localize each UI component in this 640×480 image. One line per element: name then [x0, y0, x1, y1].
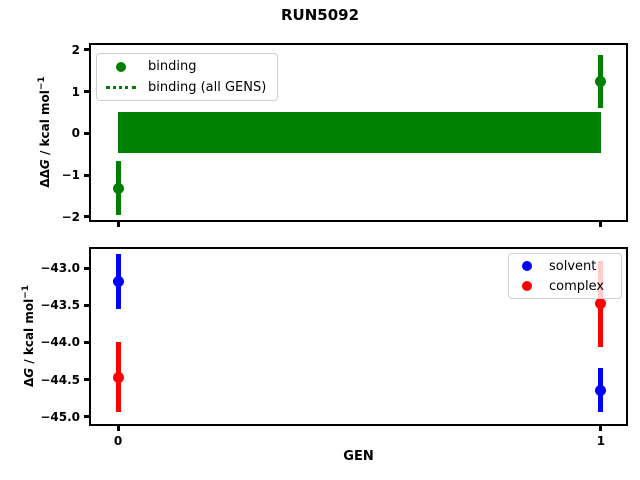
y-tick: [84, 378, 90, 382]
legend-marker-area: [103, 86, 139, 89]
solvent-marker-icon: [522, 261, 532, 271]
legend-label: binding (all GENS): [148, 80, 267, 95]
complex-data-point: [112, 371, 124, 383]
y-tick-label: 2: [71, 42, 80, 57]
legend-label: complex: [549, 278, 605, 294]
uncertainty-band-binding-all-gens-: [118, 112, 601, 154]
ylabel-ddg-units: / kcal mol: [38, 90, 52, 160]
x-tick: [116, 221, 120, 227]
y-tick-label: −2: [61, 209, 80, 224]
x-tick: [116, 425, 120, 431]
ylabel-dg-units: / kcal mol: [22, 298, 36, 368]
y-tick-label: −44.0: [40, 335, 80, 350]
y-tick: [84, 48, 90, 52]
legend-entry-binding: binding: [103, 57, 271, 76]
x-tick: [599, 221, 603, 227]
binding-data-point: [112, 182, 124, 194]
y-tick: [84, 340, 90, 344]
x-tick-label: 0: [113, 434, 123, 448]
legend-label: solvent: [549, 258, 597, 274]
binding-marker-icon: [116, 61, 126, 72]
y-tick-label: 0: [71, 126, 80, 141]
legend-label: binding: [148, 59, 197, 74]
legend-marker-area: [515, 281, 539, 291]
figure-title: RUN5092: [280, 6, 360, 24]
y-tick-label: −1: [61, 168, 80, 183]
legend-entry-complex: complex: [515, 277, 615, 295]
y-tick-label: 1: [71, 84, 80, 99]
solvent-data-point: [595, 384, 607, 396]
y-tick: [84, 131, 90, 135]
legend-entry-solvent: solvent: [515, 257, 615, 275]
y-axis-label-ddg: ΔΔG / kcal mol−1: [34, 22, 52, 242]
y-tick-label: −45.0: [40, 409, 80, 424]
binding-data-point: [595, 76, 607, 88]
legend-entry-binding-all-gens: binding (all GENS): [103, 78, 271, 97]
y-tick: [84, 90, 90, 94]
ylabel-dg-variable: G: [22, 367, 36, 378]
legend-dg: solvent complex: [508, 253, 622, 299]
complex-marker-icon: [522, 281, 532, 291]
y-tick: [84, 303, 90, 307]
legend-marker-area: [515, 261, 539, 271]
y-tick: [84, 415, 90, 419]
solvent-data-point: [112, 275, 124, 287]
dotted-line-icon: [106, 86, 136, 89]
legend-ddg: binding binding (all GENS): [96, 53, 278, 101]
y-tick: [84, 215, 90, 219]
x-tick-label: 1: [596, 434, 606, 448]
y-tick: [84, 173, 90, 177]
ylabel-ddg-prefix: ΔΔ: [38, 169, 52, 188]
y-tick-label: −44.5: [40, 372, 80, 387]
ylabel-dg-exponent: −1: [21, 284, 31, 299]
ylabel-ddg-exponent: −1: [37, 76, 47, 91]
y-axis-label-dg: ΔG / kcal mol−1: [18, 226, 36, 446]
x-tick: [599, 425, 603, 431]
ylabel-dg-prefix: Δ: [22, 377, 36, 388]
legend-marker-area: [103, 61, 139, 72]
x-axis-label: GEN: [343, 449, 374, 464]
y-tick: [84, 266, 90, 270]
y-tick-label: −43.0: [40, 261, 80, 276]
y-tick-label: −43.5: [40, 298, 80, 313]
ylabel-ddg-variable: G: [38, 159, 52, 170]
complex-data-point: [595, 298, 607, 310]
